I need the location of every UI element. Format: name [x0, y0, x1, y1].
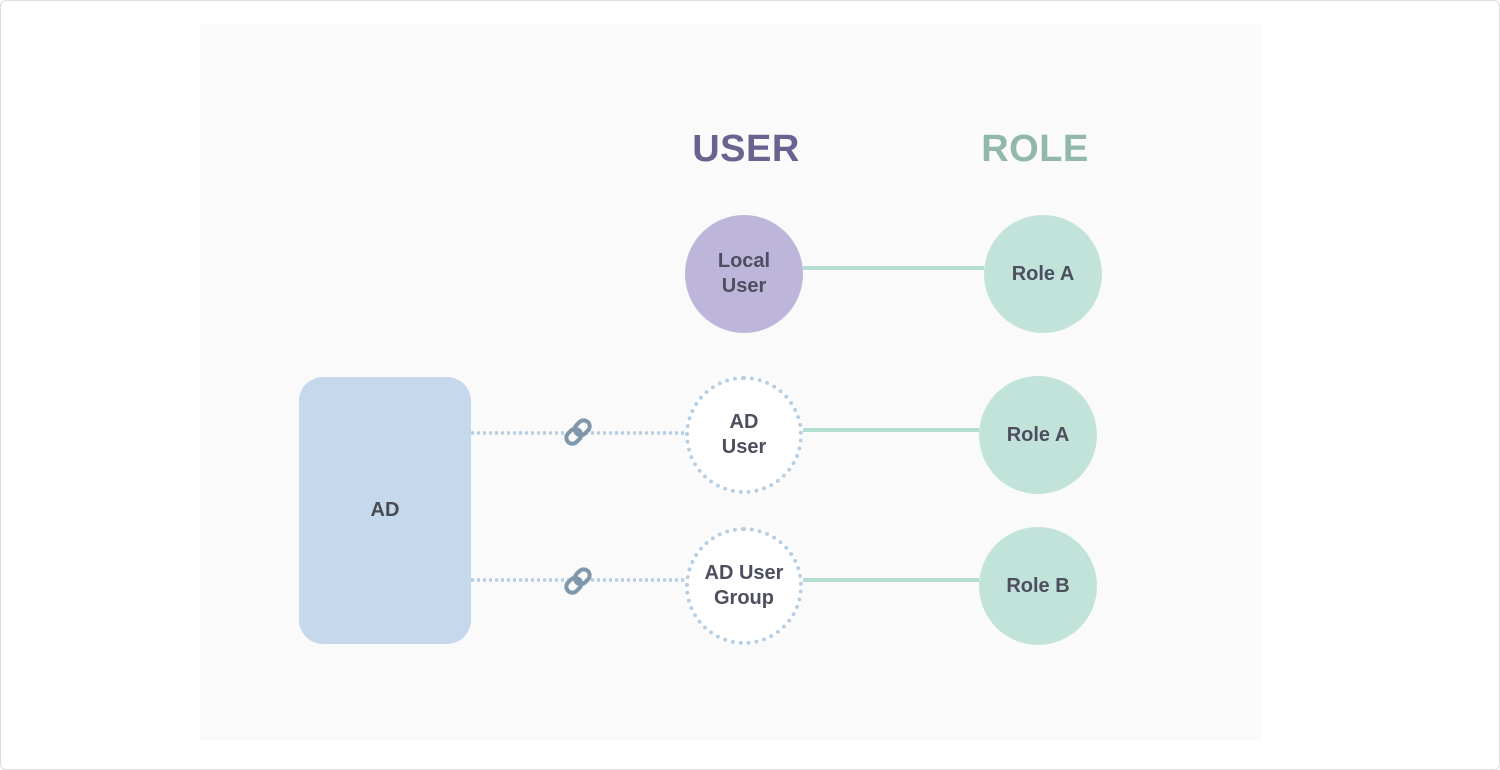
role-b-label: Role B: [1006, 574, 1070, 597]
role-a-node-ad: Role A: [979, 376, 1097, 494]
ad-user-label-line1: AD: [729, 411, 759, 433]
local-user-node: Local User: [685, 215, 803, 333]
role-a-label: Role A: [1011, 262, 1075, 285]
ad-directory-box: AD: [299, 377, 471, 644]
user-column-header: USER: [692, 128, 800, 170]
role-a-node-local: Role A: [984, 215, 1102, 333]
local-user-label-line1: Local: [717, 250, 771, 272]
ad-user-node: AD User: [685, 376, 803, 494]
role-column-header: ROLE: [981, 128, 1089, 170]
ad-user-group-label-line2: Group: [713, 587, 774, 609]
local-user-label-line2: User: [721, 275, 767, 297]
ad-user-group-node: AD User Group: [685, 527, 803, 645]
role-a-label: Role A: [1006, 423, 1070, 446]
ad-user-group-label-line1: AD User: [704, 562, 784, 584]
role-b-node: Role B: [979, 527, 1097, 645]
ad-user-label-line2: User: [721, 436, 767, 458]
ad-directory-label: AD: [370, 499, 400, 521]
